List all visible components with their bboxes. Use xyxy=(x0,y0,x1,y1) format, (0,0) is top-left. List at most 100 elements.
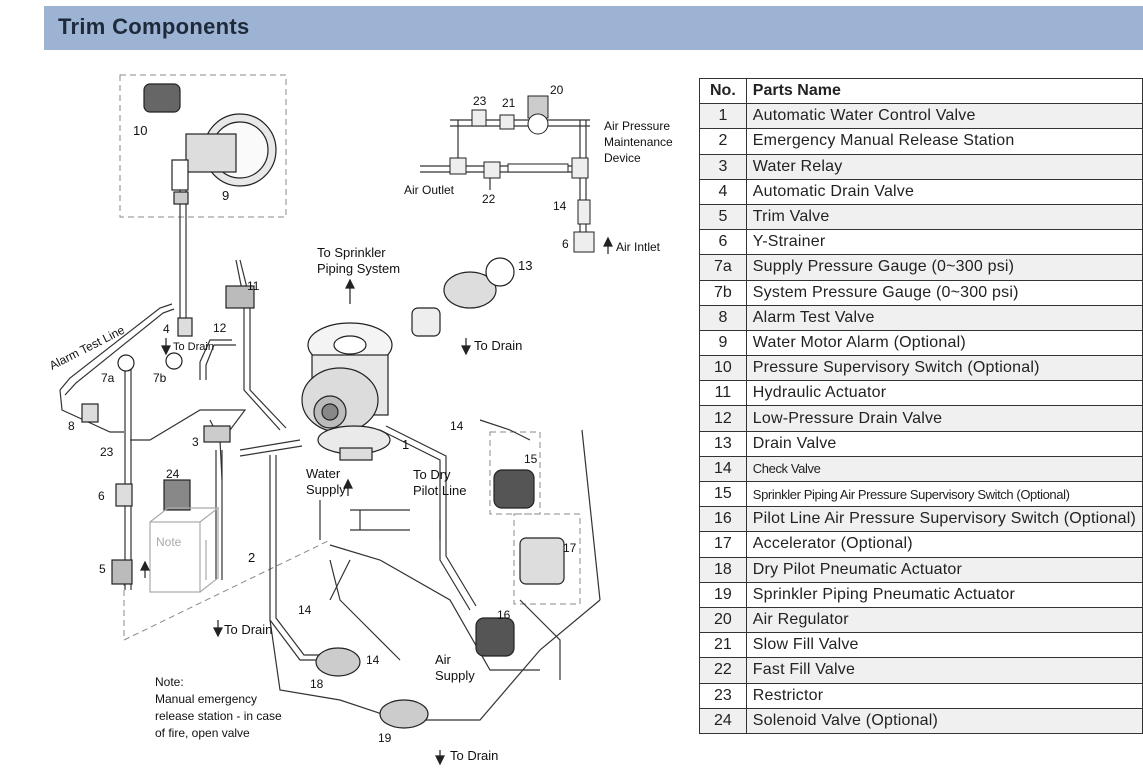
label-note-l2: release station - in case xyxy=(155,709,282,723)
label-n4: 4 xyxy=(163,322,170,336)
label-n2: 2 xyxy=(248,550,255,565)
row-no: 19 xyxy=(699,581,747,608)
label-n7a: 7a xyxy=(101,371,115,385)
label-n5: 5 xyxy=(99,562,106,576)
row-no: 23 xyxy=(699,682,747,709)
relay-3 xyxy=(203,425,231,443)
label-n13: 13 xyxy=(518,258,532,273)
trim-diagram: 10 9 4 11 12 To Drain 7a 7b 8 23 3 6 24 … xyxy=(47,74,673,766)
label-water-l1: Water xyxy=(306,466,341,481)
section-header: Trim Components xyxy=(44,6,1143,50)
label-n23t: 23 xyxy=(473,94,487,108)
label-n14b: 14 xyxy=(298,603,312,617)
row-no: 8 xyxy=(699,304,747,331)
label-air-outlet: Air Outlet xyxy=(404,183,455,197)
row-no: 11 xyxy=(699,380,747,407)
label-to-drain-center: To Drain xyxy=(474,338,522,353)
row-no: 18 xyxy=(699,556,747,583)
label-n3: 3 xyxy=(192,435,199,449)
label-to-drain-left: To Drain xyxy=(224,622,272,637)
gauge-7a xyxy=(117,354,135,372)
label-n19: 19 xyxy=(378,731,392,745)
row-name: Automatic Water Control Valve xyxy=(745,103,1143,130)
row-no: 14 xyxy=(699,455,747,483)
label-n14c: 14 xyxy=(366,653,380,667)
row-name: Accelerator (Optional) xyxy=(745,531,1143,558)
solenoid-24 xyxy=(163,479,191,511)
label-n18: 18 xyxy=(310,677,324,691)
label-n8: 8 xyxy=(68,419,75,433)
label-n7b: 7b xyxy=(153,371,167,385)
flow-arrows xyxy=(140,236,613,766)
water-motor-alarm xyxy=(143,83,277,205)
label-n15: 15 xyxy=(524,452,538,466)
label-note-box: Note xyxy=(156,535,182,549)
valve-8 xyxy=(81,403,99,423)
row-no: 22 xyxy=(699,657,747,684)
row-name: Sprinkler Piping Pneumatic Actuator xyxy=(745,581,1143,608)
row-no: 1 xyxy=(699,103,747,130)
row-name: Drain Valve xyxy=(745,430,1143,457)
row-name: Trim Valve xyxy=(745,203,1143,231)
label-note-l3: of fire, open valve xyxy=(155,726,250,740)
label-n6: 6 xyxy=(98,489,105,503)
row-no: 9 xyxy=(699,329,747,357)
row-name: Check Valve xyxy=(745,455,1143,483)
row-no: 16 xyxy=(699,506,747,533)
row-name: Slow Fill Valve xyxy=(745,632,1143,659)
label-n11: 11 xyxy=(247,279,260,293)
label-n23: 23 xyxy=(100,445,114,459)
row-no: 5 xyxy=(699,203,747,231)
label-n20: 20 xyxy=(550,83,564,97)
label-water-l2: Supply xyxy=(306,482,346,497)
row-name: Pressure Supervisory Switch (Optional) xyxy=(745,355,1143,382)
row-name: Emergency Manual Release Station xyxy=(745,128,1143,155)
row-name: Fast Fill Valve xyxy=(745,657,1143,684)
label-n14a: 14 xyxy=(450,419,464,433)
row-no: 6 xyxy=(699,229,747,256)
label-to-drain-small: To Drain xyxy=(173,341,214,353)
table-header-row: No. Parts Name xyxy=(699,77,1143,105)
switch-16 xyxy=(475,617,515,657)
label-sprinkler-l1: To Sprinkler xyxy=(317,245,386,260)
row-no: 7a xyxy=(699,254,747,281)
strainer-6 xyxy=(115,483,133,507)
drain-valve-13 xyxy=(411,257,515,337)
label-n10: 10 xyxy=(133,123,147,138)
actuator-18 xyxy=(315,647,361,677)
row-no: 3 xyxy=(699,153,747,180)
hydraulic-actuator-11 xyxy=(225,285,255,309)
label-n9: 9 xyxy=(222,188,229,203)
label-n24: 24 xyxy=(166,467,180,481)
row-name: Hydraulic Actuator xyxy=(745,380,1143,407)
water-control-valve xyxy=(301,322,393,461)
emergency-station xyxy=(149,507,220,593)
switch-15 xyxy=(493,469,535,509)
section-title: Trim Components xyxy=(58,14,250,39)
row-name: Dry Pilot Pneumatic Actuator xyxy=(745,556,1143,583)
row-name: Y-Strainer xyxy=(745,229,1143,256)
row-no: 7b xyxy=(699,279,747,306)
row-name: System Pressure Gauge (0~300 psi) xyxy=(745,279,1143,306)
row-name: Automatic Drain Valve xyxy=(745,178,1143,205)
label-n6b: 6 xyxy=(562,237,569,251)
label-drypilot-l1: To Dry xyxy=(413,467,451,482)
row-name: Low-Pressure Drain Valve xyxy=(745,405,1143,432)
